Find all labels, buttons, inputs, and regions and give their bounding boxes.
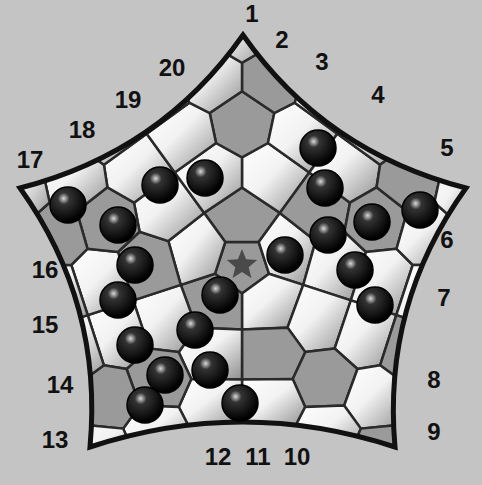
black-stone bbox=[300, 130, 336, 166]
board-cell bbox=[179, 427, 242, 475]
edge-number: 17 bbox=[17, 148, 44, 172]
board-cell bbox=[186, 475, 242, 485]
black-stone bbox=[117, 247, 153, 283]
black-stone bbox=[142, 167, 178, 203]
edge-number: 4 bbox=[371, 83, 384, 107]
board-cell bbox=[407, 66, 482, 171]
edge-number: 9 bbox=[427, 420, 440, 444]
board-cell bbox=[365, 0, 482, 127]
edge-number: 8 bbox=[427, 368, 440, 392]
black-stone bbox=[402, 192, 438, 228]
board-cell bbox=[0, 381, 91, 485]
board-outline bbox=[20, 35, 466, 447]
board-cell bbox=[270, 0, 347, 71]
edge-number: 3 bbox=[315, 50, 328, 74]
edge-number: 6 bbox=[440, 228, 453, 252]
center-star bbox=[227, 249, 257, 278]
black-stone bbox=[177, 312, 213, 348]
black-stone bbox=[202, 277, 238, 313]
edge-number: 16 bbox=[32, 258, 59, 282]
black-stone bbox=[192, 352, 228, 388]
edge-number: 1 bbox=[245, 2, 258, 26]
black-stone bbox=[357, 287, 393, 323]
black-stone bbox=[307, 170, 343, 206]
board-cell bbox=[242, 475, 298, 485]
board-ground bbox=[20, 35, 466, 447]
edge-number: 18 bbox=[69, 118, 96, 142]
black-stone bbox=[100, 282, 136, 318]
board-cell bbox=[121, 458, 188, 485]
black-stone bbox=[354, 204, 390, 240]
edge-number: 7 bbox=[437, 286, 450, 310]
board-cell bbox=[268, 103, 337, 173]
board-cell bbox=[0, 65, 77, 171]
board-cell bbox=[393, 381, 482, 485]
board-cell bbox=[425, 330, 482, 417]
board-cell bbox=[322, 0, 435, 95]
black-stone bbox=[187, 160, 223, 196]
edge-number: 14 bbox=[47, 373, 74, 397]
black-stone bbox=[50, 187, 86, 223]
board-cell bbox=[209, 0, 276, 63]
board-cell bbox=[0, 0, 119, 127]
edge-number: 19 bbox=[115, 88, 142, 112]
edge-number: 10 bbox=[284, 445, 311, 469]
black-stone bbox=[117, 327, 153, 363]
edge-number: 13 bbox=[42, 428, 69, 452]
black-stone bbox=[147, 357, 183, 393]
black-stone bbox=[222, 385, 258, 421]
edge-number: 12 bbox=[205, 445, 232, 469]
black-stone bbox=[100, 207, 136, 243]
black-stone bbox=[267, 237, 303, 273]
edge-number: 15 bbox=[32, 313, 59, 337]
edge-number: 2 bbox=[275, 28, 288, 52]
edge-number: 5 bbox=[440, 136, 453, 160]
stones bbox=[50, 130, 438, 423]
black-stone bbox=[310, 217, 346, 253]
black-stone bbox=[337, 252, 373, 288]
edge-number: 11 bbox=[245, 445, 270, 469]
board-cell bbox=[49, 0, 162, 95]
board-cell bbox=[35, 425, 136, 485]
edge-number: 20 bbox=[159, 56, 186, 80]
black-stone bbox=[127, 387, 163, 423]
